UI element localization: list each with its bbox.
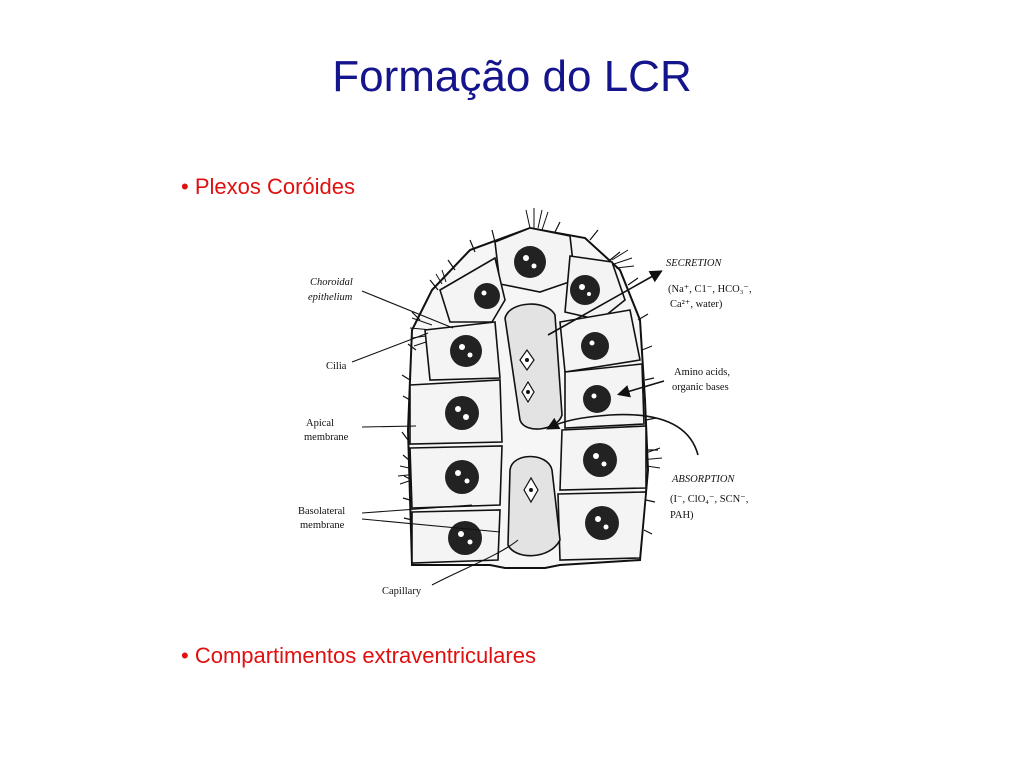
label-absorption-ions-1: (I⁻, ClO₄⁻, SCN⁻, xyxy=(670,494,748,505)
bullet-compartimentos: • Compartimentos extraventriculares xyxy=(181,643,536,668)
label-amino-acids-2: organic bases xyxy=(672,382,729,393)
bullet-plexos-coroides: • Plexos Coróides xyxy=(181,174,356,199)
choroid-plexus-diagram: Choroidal epithelium Cilia Apical membra… xyxy=(298,208,752,597)
label-secretion: SECRETION xyxy=(666,258,722,269)
secretion-arrow xyxy=(547,270,663,336)
label-apical-2: membrane xyxy=(304,432,349,443)
amino-acids-arrow xyxy=(616,380,665,398)
slide-title: Formação do LCR xyxy=(332,52,692,101)
label-basolateral-1: Basolateral xyxy=(298,506,345,517)
label-absorption: ABSORPTION xyxy=(671,474,735,485)
label-apical-1: Apical xyxy=(306,418,334,429)
label-secretion-ions-1: (Na⁺, C1⁻, HCO₃⁻, xyxy=(668,284,752,295)
label-choroidal-epithelium-2: epithelium xyxy=(308,292,353,303)
label-absorption-ions-2: PAH) xyxy=(670,510,694,521)
label-choroidal-epithelium-1: Choroidal xyxy=(310,277,353,288)
label-basolateral-2: membrane xyxy=(300,520,345,531)
transport-arrows xyxy=(546,270,699,456)
label-cilia: Cilia xyxy=(326,361,347,372)
label-secretion-ions-2: Ca²⁺, water) xyxy=(670,299,723,310)
label-amino-acids-1: Amino acids, xyxy=(674,367,730,378)
capillaries xyxy=(504,303,563,557)
label-capillary: Capillary xyxy=(382,586,422,597)
leader-lines xyxy=(351,290,519,586)
capillary-upper xyxy=(504,303,563,430)
absorption-arrow xyxy=(546,413,699,456)
capillary-lower xyxy=(507,455,561,557)
